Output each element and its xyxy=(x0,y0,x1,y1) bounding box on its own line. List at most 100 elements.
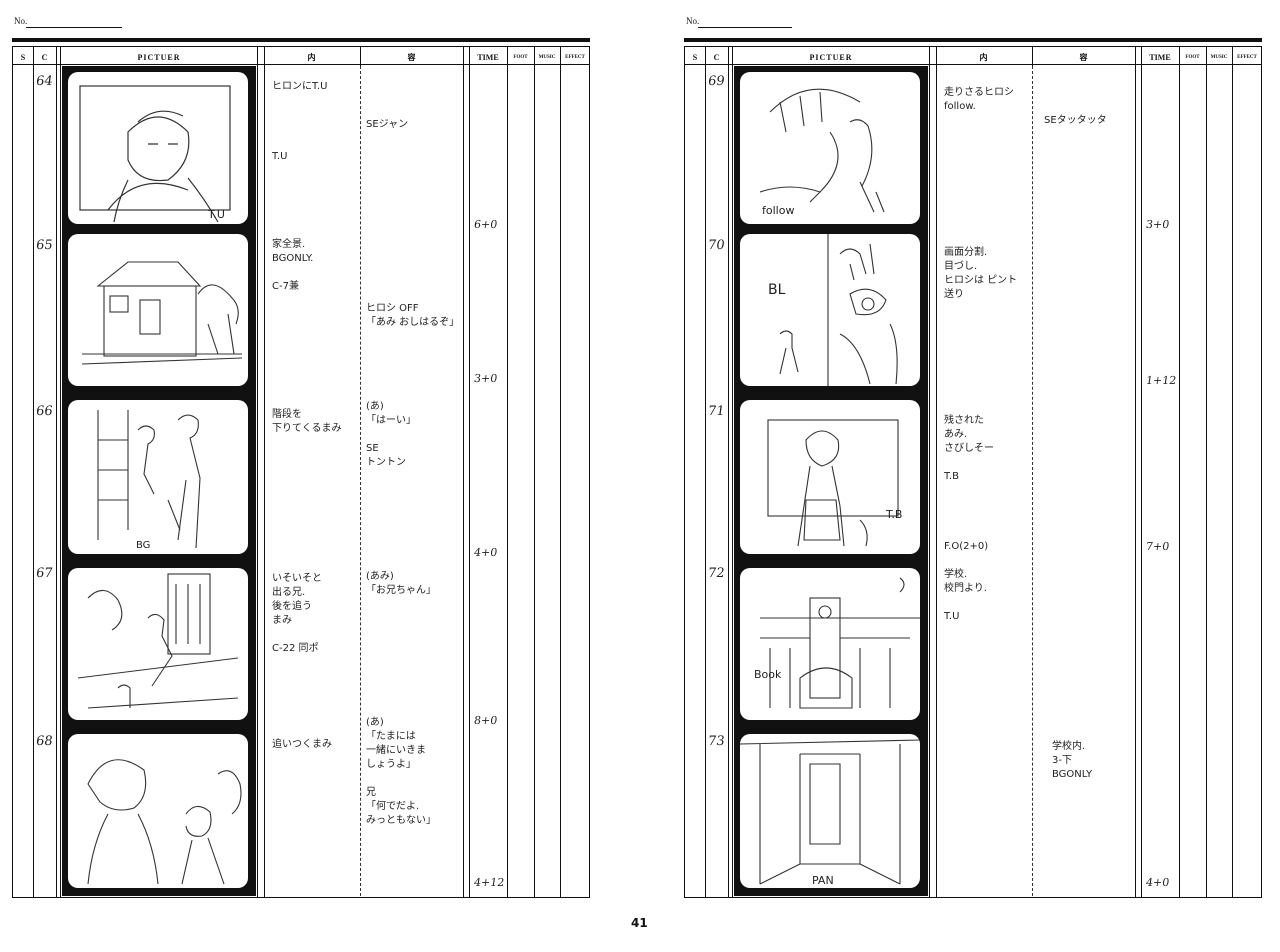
sheet-number-label: No. xyxy=(14,16,28,26)
cut-dialogue: (あみ) 「お兄ちゃん」 xyxy=(366,571,436,596)
time-column xyxy=(469,46,590,898)
frame-label: PAN xyxy=(812,874,834,887)
sketch-house-exterior xyxy=(81,261,243,365)
header-content-left: 内 xyxy=(979,53,989,62)
column-divider xyxy=(728,46,729,898)
storyboard-page-right: No. S C PICTUER 内 容 TIME FOOT MUSIC EFFE… xyxy=(640,0,1280,952)
sheet-number-label: No. xyxy=(686,16,700,26)
sheet-number-line xyxy=(26,27,122,28)
storyboard-frame: BG xyxy=(68,400,248,554)
content-header-divider xyxy=(360,46,361,66)
cut-number: 72 xyxy=(706,566,726,581)
time-column xyxy=(1141,46,1262,898)
cut-direction: いそいそと 出る兄. 後を追う まみ C-22 同ポ xyxy=(272,573,322,654)
header-content-right: 容 xyxy=(1079,53,1089,62)
sketch-school-gate: Book xyxy=(754,577,920,709)
frame-label: T.U xyxy=(207,208,225,221)
cut-dialogue: SEタッタッタ xyxy=(1044,115,1107,126)
cut-number: 71 xyxy=(706,404,726,419)
storyboard-page-left: No. S C PICTUER 内 容 TIME FOOT MUSIC EFFE… xyxy=(12,16,590,898)
header-content-left: 内 xyxy=(307,53,317,62)
frame-label: BG xyxy=(136,540,150,551)
cut-direction: F.O(2+0) 学校. 校門より. T.U xyxy=(944,541,989,622)
cut-number: 67 xyxy=(34,566,54,581)
cut-time: 4+0 xyxy=(1145,876,1171,889)
column-divider xyxy=(56,46,57,898)
content-header-divider xyxy=(1032,46,1033,66)
header-time: TIME xyxy=(1149,53,1171,62)
storyboard-frame xyxy=(68,734,248,888)
header-picture: PICTUER xyxy=(809,53,853,62)
cut-time: 6+0 xyxy=(473,218,499,231)
storyboard-frame: follow xyxy=(740,72,920,224)
frame-label: BL xyxy=(768,282,786,298)
column-divider xyxy=(1232,46,1233,898)
cut-direction: 追いつくまみ xyxy=(272,739,332,750)
cut-direction: 画面分割. 目づし. ヒロシは ピント 送り xyxy=(944,247,1018,300)
sketch-boy-closeup: T.U xyxy=(79,85,231,223)
top-rule xyxy=(12,38,590,42)
cut-direction: 残された あみ. さびしそー T.B xyxy=(944,415,994,482)
cut-dialogue: 学校内. 3-下 BGONLY xyxy=(1052,741,1093,780)
header-foot: FOOT xyxy=(513,55,528,60)
cut-dialogue: SEジャン xyxy=(366,119,409,130)
header-effect: EFFECT xyxy=(565,55,585,60)
cut-time: 1+12 xyxy=(1145,374,1178,387)
column-divider xyxy=(1179,46,1180,898)
cut-number: 73 xyxy=(706,734,726,749)
header-cut: C xyxy=(41,53,49,62)
header-cut: C xyxy=(713,53,721,62)
column-divider xyxy=(33,46,34,898)
content-column xyxy=(936,46,1136,898)
storyboard-frame: Book xyxy=(740,568,920,720)
frame-label: follow xyxy=(762,204,794,217)
cut-dialogue: (あ) 「はーい」 SE トントン xyxy=(366,401,416,468)
storyboard-frame: BL xyxy=(740,234,920,386)
sketch-siblings xyxy=(87,759,242,885)
frame-label: Book xyxy=(754,668,782,681)
cut-time: 4+0 xyxy=(473,546,499,559)
sketch-stairs: BG xyxy=(97,410,201,551)
sketch-school-corridor: PAN xyxy=(740,739,920,887)
sheet-number-line xyxy=(698,27,792,28)
header-scene: S xyxy=(692,53,699,62)
sketch-split-screen: BL xyxy=(768,234,898,386)
header-time: TIME xyxy=(477,53,499,62)
frame-label: T.B xyxy=(885,508,902,521)
storyboard-frame xyxy=(68,234,248,386)
header-content-right: 容 xyxy=(407,53,417,62)
content-column xyxy=(264,46,464,898)
column-divider xyxy=(560,46,561,898)
cut-direction: 家全景. BGONLY. C-7兼 xyxy=(272,239,314,292)
sketch-girl-running xyxy=(77,573,239,709)
header-scene: S xyxy=(20,53,27,62)
cut-dialogue: ヒロシ OFF 「あみ おしはるぞ」 xyxy=(366,303,460,328)
storyboard-frame xyxy=(68,568,248,720)
column-divider xyxy=(1206,46,1207,898)
sketch-girl-standing: T.B xyxy=(767,419,902,547)
cut-number: 66 xyxy=(34,404,54,419)
column-divider xyxy=(534,46,535,898)
cut-time: 3+0 xyxy=(473,372,499,385)
storyboard-frame: PAN xyxy=(740,734,920,888)
header-music: MUSIC xyxy=(538,55,556,60)
column-divider xyxy=(705,46,706,898)
cut-number: 65 xyxy=(34,238,54,253)
cut-direction: 走りさるヒロシ follow. xyxy=(944,87,1014,112)
header-effect: EFFECT xyxy=(1237,55,1257,60)
cut-number: 69 xyxy=(706,74,726,89)
header-rule xyxy=(12,64,590,65)
sketch-girl-profile: follow xyxy=(759,88,885,217)
header-rule xyxy=(684,64,1262,65)
cut-time: 8+0 xyxy=(473,714,499,727)
cut-number: 70 xyxy=(706,238,726,253)
header-music: MUSIC xyxy=(1210,55,1228,60)
cut-number: 68 xyxy=(34,734,54,749)
header-picture: PICTUER xyxy=(137,53,181,62)
top-rule xyxy=(684,38,1262,42)
cut-time: 4+12 xyxy=(473,876,506,889)
cut-number: 64 xyxy=(34,74,54,89)
column-divider xyxy=(507,46,508,898)
content-divider-dashed xyxy=(1032,66,1033,896)
cut-time: 3+0 xyxy=(1145,218,1171,231)
